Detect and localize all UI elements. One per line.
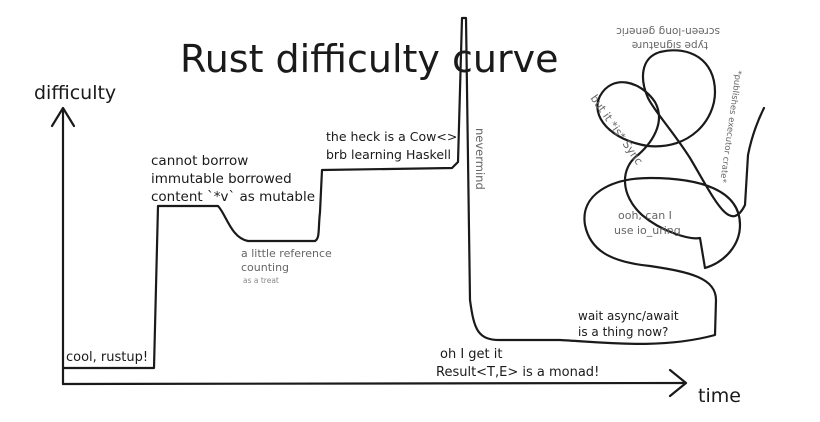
annotation-monad-line2: Result<T,E> is a monad! <box>436 365 599 380</box>
annotation-signature-line1: screen-long generic <box>616 25 720 37</box>
annotation-cannot-borrow-line2: immutable borrowed <box>151 171 292 187</box>
diagram-title: Rust difficulty curve <box>180 37 558 81</box>
annotation-cow-line2: brb learning Haskell <box>326 147 451 162</box>
difficulty-curve <box>61 16 766 370</box>
annotation-cow-line1: the heck is a Cow<> <box>326 129 457 144</box>
y-axis-arrowhead <box>50 106 76 128</box>
annotation-refcount-line1: a little reference <box>241 247 332 260</box>
annotation-async-line2: is a thing now? <box>578 325 668 339</box>
annotation-executor: *publishes executor crate* <box>717 70 743 184</box>
annotation-signature-line2: type signature <box>632 39 708 51</box>
y-axis-label: difficulty <box>34 82 116 104</box>
annotation-nevermind: nevermind <box>473 128 487 190</box>
annotation-refcount-treat: as a treat <box>243 276 279 285</box>
annotation-refcount-line2: counting <box>241 261 289 274</box>
annotation-monad-line1: oh I get it <box>440 347 502 362</box>
annotation-async-line1: wait async/await <box>578 309 679 323</box>
x-axis-arrowhead <box>668 368 688 398</box>
x-axis-line <box>61 381 685 386</box>
annotation-sync: but it *is* Sync <box>588 92 646 167</box>
annotation-cannot-borrow-line3: content `*v` as mutable <box>151 189 315 205</box>
annotation-io-uring-line1: ooh, can I <box>618 209 672 222</box>
x-axis-label: time <box>698 385 741 407</box>
annotation-cannot-borrow-line1: cannot borrow <box>151 153 248 169</box>
annotation-cool-rustup: cool, rustup! <box>66 350 148 365</box>
annotation-io-uring-line2: use io_uring <box>614 224 681 237</box>
